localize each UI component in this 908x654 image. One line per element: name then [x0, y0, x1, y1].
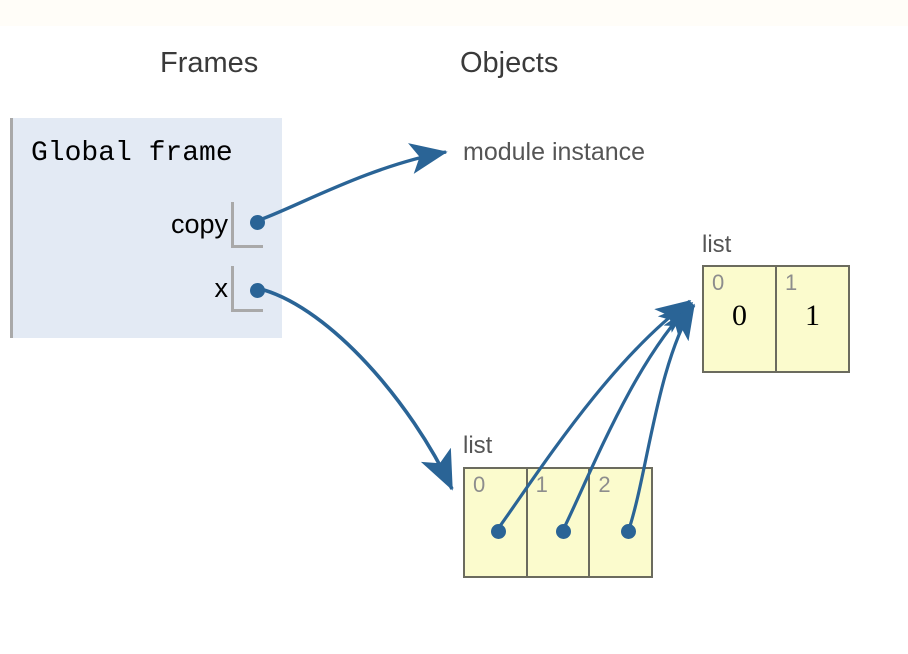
- list-bottom-cell-2: 2: [590, 469, 651, 576]
- list-top-value-0: 0: [732, 299, 747, 332]
- global-frame-box: Global frame copy x: [10, 118, 282, 338]
- arrow-x-to-list-bottom: [263, 288, 454, 491]
- list-top-type-label: list: [702, 231, 732, 258]
- top-background-band: [0, 0, 908, 26]
- list-bottom-box: 0 1 2: [463, 467, 653, 578]
- list-bottom-type-label: list: [463, 432, 493, 459]
- arrow-copy-to-module: [261, 143, 448, 221]
- list-top-cell-1: 1 1: [777, 267, 848, 371]
- list-top-index-0: 0: [712, 270, 725, 295]
- list-bottom-index-0: 0: [473, 472, 486, 497]
- pointer-dot-list-bottom-1: [556, 524, 571, 539]
- list-bottom-cell-1: 1: [528, 469, 591, 576]
- list-top-index-1: 1: [785, 270, 798, 295]
- list-bottom-index-2: 2: [598, 472, 611, 497]
- list-top-value-1: 1: [805, 299, 820, 332]
- objects-column-heading: Objects: [460, 47, 559, 79]
- variable-slot-bracket-x: [231, 266, 263, 312]
- pointer-dot-list-bottom-0: [491, 524, 506, 539]
- pointer-dot-copy: [250, 215, 265, 230]
- frames-column-heading: Frames: [160, 47, 259, 79]
- list-bottom-index-1: 1: [535, 472, 548, 497]
- pointer-dot-x: [250, 283, 265, 298]
- pointer-dot-list-bottom-2: [621, 524, 636, 539]
- variable-slot-bracket-copy: [231, 202, 263, 248]
- variable-label-x: x: [214, 273, 229, 303]
- list-top-cell-0: 0 0: [704, 267, 777, 371]
- variable-label-copy: copy: [170, 209, 228, 239]
- global-frame-title: Global frame: [31, 138, 233, 169]
- list-bottom-cell-0: 0: [465, 469, 528, 576]
- list-top-box: 0 0 1 1: [702, 265, 850, 373]
- module-instance-label: module instance: [463, 138, 646, 166]
